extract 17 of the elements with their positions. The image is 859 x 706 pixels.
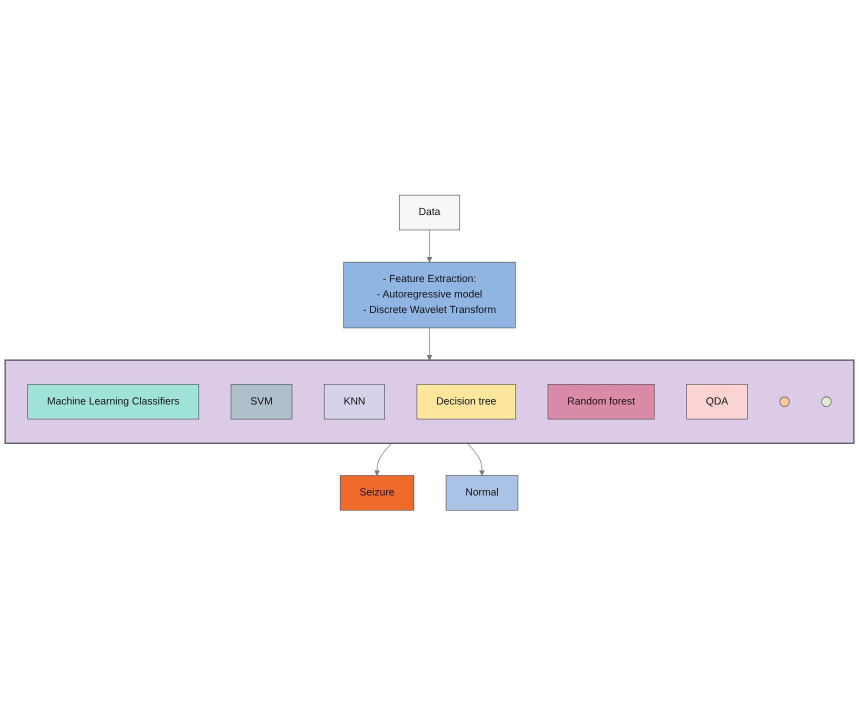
node-box: QDA [686,384,748,420]
node-ellipse [779,396,790,408]
node-box: Normal [446,475,518,511]
node-box: Seizure [340,475,414,511]
arrow [467,443,485,476]
cluster [4,360,854,444]
node-ellipse [821,396,832,408]
node-box: SVM [230,384,292,420]
node-box: Machine Learning Classifiers [27,384,200,420]
node-box: Decision tree [416,384,516,420]
node-box: Random forest [548,384,655,420]
node-box: Data [398,195,460,231]
arrow [374,443,392,476]
node-box: - Feature Extraction: - Autoregressive model - Discrete Wavelet Transform [343,262,516,328]
node-box: KNN [324,384,385,420]
arrow [426,230,432,263]
arrow [426,328,432,361]
